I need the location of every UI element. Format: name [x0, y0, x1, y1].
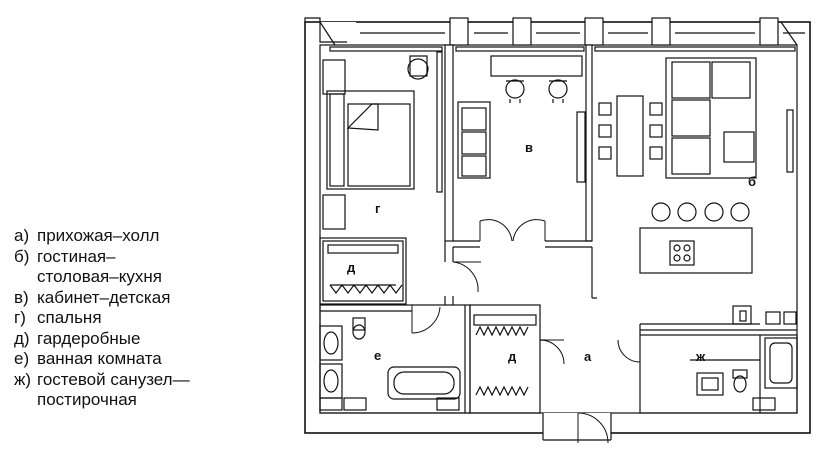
- legend-key: д): [14, 328, 30, 348]
- legend-key: г): [14, 308, 26, 327]
- legend-label: гостиная–: [37, 246, 116, 266]
- legend-item-bedroom: г) спальня: [14, 308, 190, 329]
- legend-label: гардеробные: [37, 328, 141, 348]
- bedroom-furniture: [322, 55, 429, 230]
- room-label-b: б: [748, 174, 756, 189]
- legend-label: кабинет–детская: [37, 287, 171, 307]
- legend-key: б): [14, 246, 30, 266]
- legend-key: а): [14, 226, 30, 245]
- legend-key: е): [14, 349, 30, 368]
- legend-item-living-room-cont: столовая–кухня: [14, 267, 190, 288]
- room-label-a: а: [584, 349, 592, 364]
- room-label-d1: д: [347, 260, 356, 275]
- legend-label: спальня: [37, 308, 102, 327]
- legend-key: в): [14, 287, 29, 307]
- curtains: [329, 46, 796, 193]
- legend-key: ж): [14, 369, 32, 389]
- bathroom-fixtures: [319, 317, 776, 411]
- room-label-v: в: [525, 140, 533, 155]
- room-label-zh: ж: [695, 349, 706, 364]
- legend-label: столовая–кухня: [37, 267, 162, 286]
- legend-label: прихожая–холл: [37, 226, 160, 245]
- legend-item-living-room: б) гостиная–: [14, 247, 190, 268]
- legend-item-wardrobes: д) гардеробные: [14, 329, 190, 350]
- wardrobes: [327, 244, 537, 397]
- outer-walls: [304, 17, 811, 441]
- legend-item-guest-wc: ж) гостевой санузел—: [14, 370, 190, 391]
- room-label-d2: д: [508, 349, 517, 364]
- room-labels: в б г д е д а ж: [347, 140, 756, 364]
- legend-label: ванная комната: [37, 349, 162, 368]
- legend-label: гостевой санузел—: [37, 369, 190, 389]
- legend-item-bathroom: е) ванная комната: [14, 349, 190, 370]
- legend-item-hall: а) прихожая–холл: [14, 226, 190, 247]
- interior-walls: [319, 44, 798, 414]
- legend-item-guest-wc-cont: постирочная: [14, 390, 190, 411]
- living-room-furniture: [598, 57, 797, 325]
- legend-label: постирочная: [37, 390, 137, 409]
- room-label-g: г: [375, 201, 381, 216]
- room-legend: а) прихожая–холл б) гостиная– столовая–к…: [14, 226, 190, 411]
- legend-item-study: в) кабинет–детская: [14, 288, 190, 309]
- guest-wc-fixtures: [696, 337, 798, 396]
- room-label-e: е: [374, 348, 381, 363]
- study-furniture: [457, 55, 583, 179]
- doors: [411, 219, 641, 444]
